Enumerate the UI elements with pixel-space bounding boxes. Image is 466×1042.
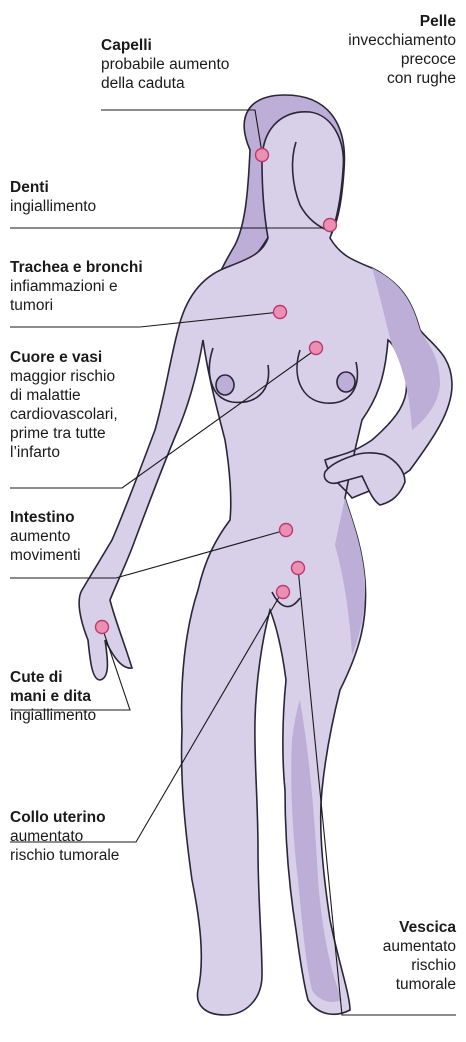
leader-capelli (101, 110, 262, 153)
label-capelli-desc: probabile aumento della caduta (101, 55, 229, 93)
label-trachea-title: Trachea e bronchi (10, 258, 143, 277)
label-pelle-title: Pelle (348, 12, 456, 31)
label-cute-title: Cute di mani e dita (10, 668, 96, 706)
nipple-right (337, 372, 355, 392)
label-trachea: Trachea e bronchi infiammazioni e tumori (10, 258, 143, 315)
label-vescica-desc: aumentato rischio tumorale (383, 937, 456, 994)
label-capelli-title: Capelli (101, 36, 229, 55)
label-intestino: Intestino aumento movimenti (10, 508, 81, 565)
label-collo-desc: aumentato rischio tumorale (10, 827, 119, 865)
label-cute: Cute di mani e dita ingiallimento (10, 668, 96, 725)
label-cuore-desc: maggior rischio di malattie cardiovascol… (10, 367, 118, 462)
label-pelle-desc: invecchiamento precoce con rughe (348, 31, 456, 88)
label-cute-desc: ingiallimento (10, 706, 96, 725)
label-intestino-desc: aumento movimenti (10, 527, 81, 565)
label-capelli: Capelli probabile aumento della caduta (101, 36, 229, 93)
marker-intestino (280, 524, 293, 537)
label-vescica-title: Vescica (383, 918, 456, 937)
marker-trachea (274, 306, 287, 319)
marker-collo (277, 586, 290, 599)
label-vescica: Vescica aumentato rischio tumorale (383, 918, 456, 994)
marker-denti (324, 219, 337, 232)
label-collo-title: Collo uterino (10, 808, 119, 827)
label-cuore: Cuore e vasi maggior rischio di malattie… (10, 348, 118, 462)
label-denti-title: Denti (10, 178, 96, 197)
nipple-left (216, 375, 234, 395)
label-denti-desc: ingiallimento (10, 197, 96, 216)
label-cuore-title: Cuore e vasi (10, 348, 118, 367)
marker-capelli (256, 149, 269, 162)
marker-cuore (310, 342, 323, 355)
label-trachea-desc: infiammazioni e tumori (10, 277, 143, 315)
marker-vescica (292, 562, 305, 575)
label-pelle: Pelle invecchiamento precoce con rughe (348, 12, 456, 88)
body-silhouette (79, 112, 452, 1015)
label-intestino-title: Intestino (10, 508, 81, 527)
marker-cute (96, 621, 109, 634)
label-denti: Denti ingiallimento (10, 178, 96, 216)
label-collo: Collo uterino aumentato rischio tumorale (10, 808, 119, 865)
